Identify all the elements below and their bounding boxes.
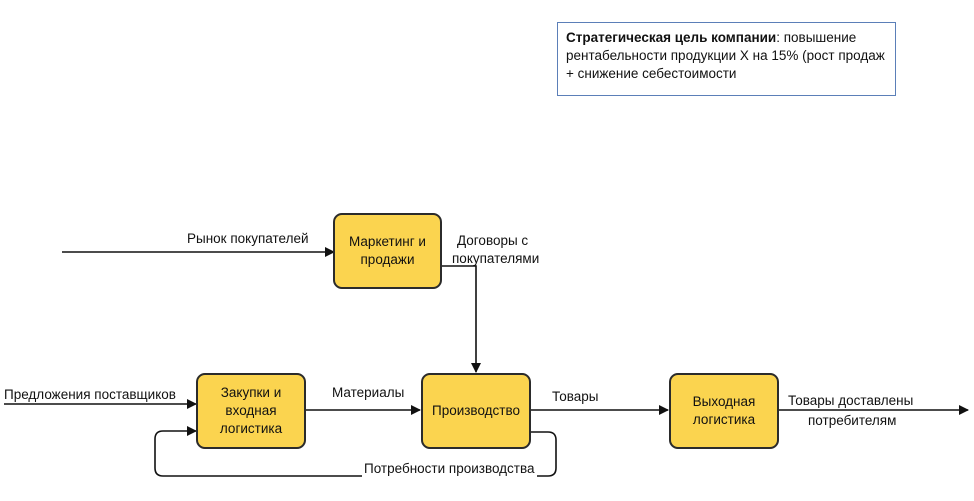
strategic-goal-box: Стратегическая цель компании: повышение …	[557, 22, 896, 96]
production-label: Производство	[431, 403, 521, 418]
label-goods: Товары	[552, 389, 599, 404]
arrow-contracts-to-production	[442, 265, 481, 373]
label-delivered-line2: потребителям	[808, 413, 897, 428]
strategic-goal-text: : повышение рентабельности продукции Х н…	[566, 30, 885, 81]
label-supplier-offers: Предложения поставщиков	[4, 387, 176, 402]
label-contracts-line1: Договоры с	[457, 233, 529, 248]
procurement-inbound-logistics-block[interactable]: Закупки и входная логистика	[196, 373, 306, 449]
label-delivered-line1: Товары доставлены	[788, 393, 914, 408]
label-production-needs: Потребности производства	[362, 460, 537, 477]
label-contracts-line2: покупателями	[452, 251, 540, 266]
label-materials: Материалы	[332, 385, 405, 400]
outbound-logistics-block[interactable]: Выходная логистика	[669, 373, 779, 449]
production-block[interactable]: Производство	[421, 373, 531, 449]
label-buyer-market: Рынок покупателей	[187, 231, 309, 246]
arrow-production-needs-feedback	[154, 426, 557, 477]
outbound-logistics-label: Выходная логистика	[692, 394, 756, 427]
strategic-goal-title: Стратегическая цель компании	[566, 30, 777, 45]
marketing-sales-label: Маркетинг и продажи	[349, 234, 426, 267]
marketing-sales-block[interactable]: Маркетинг и продажи	[333, 213, 442, 289]
procurement-label: Закупки и входная логистика	[219, 385, 283, 436]
